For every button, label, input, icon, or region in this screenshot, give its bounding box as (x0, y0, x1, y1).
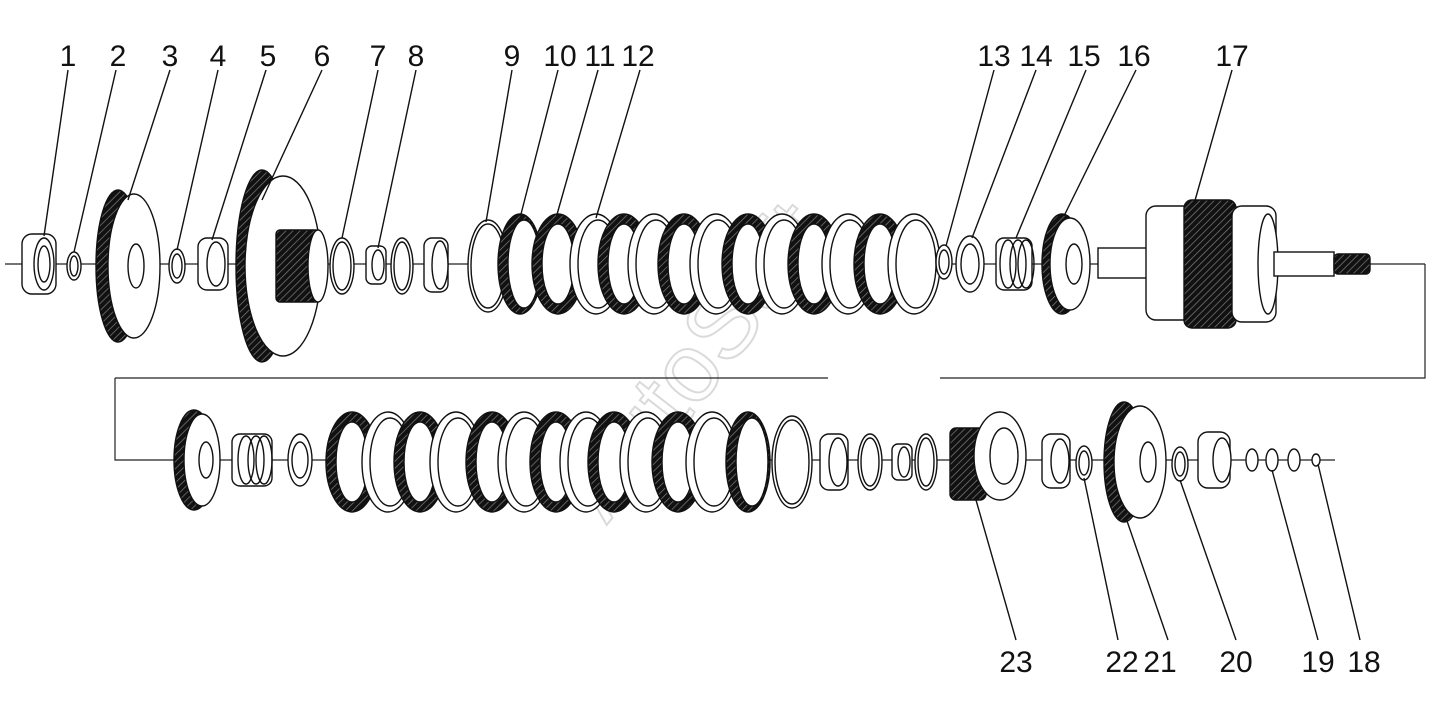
part-9-snap-ring (467, 219, 509, 313)
washer-lower (287, 433, 313, 487)
snap-ring-lower (771, 415, 813, 509)
callout-6: 6 (314, 40, 331, 73)
callout-23: 23 (999, 646, 1032, 679)
part-6-gear (235, 169, 329, 363)
steel-plate (685, 411, 739, 513)
callout-20: 20 (1219, 646, 1252, 679)
ring-lower-1 (857, 433, 883, 491)
friction-disc-11 (531, 213, 585, 315)
callout-8: 8 (408, 40, 425, 73)
callout-3: 3 (162, 40, 179, 73)
callout-17: 17 (1215, 40, 1248, 73)
part-17-clutch-housing (1097, 199, 1371, 329)
callout-4: 4 (210, 40, 227, 73)
callout-18: 18 (1347, 646, 1380, 679)
spring-lower (231, 433, 273, 487)
lower-clutch-pack (325, 411, 771, 513)
bushing-after-part-8 (423, 237, 449, 293)
callout-21: 21 (1143, 646, 1176, 679)
callout-2: 2 (110, 40, 127, 73)
steel-plate (887, 213, 941, 315)
callout-11: 11 (584, 40, 615, 73)
part-8-bushing (365, 245, 387, 285)
callout-13: 13 (977, 40, 1010, 73)
part-19-rings (1245, 448, 1301, 472)
callout-16: 16 (1117, 40, 1150, 73)
bushing-lower-2 (891, 443, 913, 481)
callout-10: 10 (543, 40, 576, 73)
part-20-ring (1171, 446, 1189, 482)
ring-lower-2 (914, 433, 938, 491)
callout-14: 14 (1019, 40, 1052, 73)
part-5-bearing (197, 237, 229, 291)
part-16-piston (1041, 213, 1091, 315)
callout-numbers: 1 2 3 4 5 6 7 8 9 10 11 12 13 14 15 16 1… (60, 40, 1381, 679)
part-22-bearing (1041, 433, 1093, 489)
part-23-gear-hub (949, 411, 1027, 501)
part-3-gear (95, 189, 161, 343)
callout-19: 19 (1301, 646, 1334, 679)
bushing-lower-1 (819, 433, 849, 491)
part-4-ring (168, 248, 186, 284)
callout-22: 22 (1105, 646, 1138, 679)
callout-1: 1 (60, 40, 77, 73)
part-7-snap-ring (329, 237, 355, 295)
part-2-ring (66, 251, 82, 281)
bearing-lower (1197, 431, 1232, 489)
leader-lines (43, 69, 1361, 641)
upper-clutch-pack (531, 213, 941, 315)
piston-lower (173, 409, 221, 511)
part-14-washer (955, 235, 985, 293)
callout-5: 5 (260, 40, 277, 73)
callout-15: 15 (1067, 40, 1100, 73)
toothed-plate-lower (725, 411, 771, 513)
ring-after-part-8 (390, 237, 414, 295)
callout-12: 12 (621, 40, 654, 73)
callout-9: 9 (504, 40, 521, 73)
part-15-spring (995, 237, 1035, 291)
part-21-gear (1103, 401, 1167, 523)
part-13-ring (935, 244, 953, 280)
part-1-bearing (21, 233, 57, 295)
callout-7: 7 (370, 40, 387, 73)
part-18-o-ring (1311, 453, 1321, 467)
